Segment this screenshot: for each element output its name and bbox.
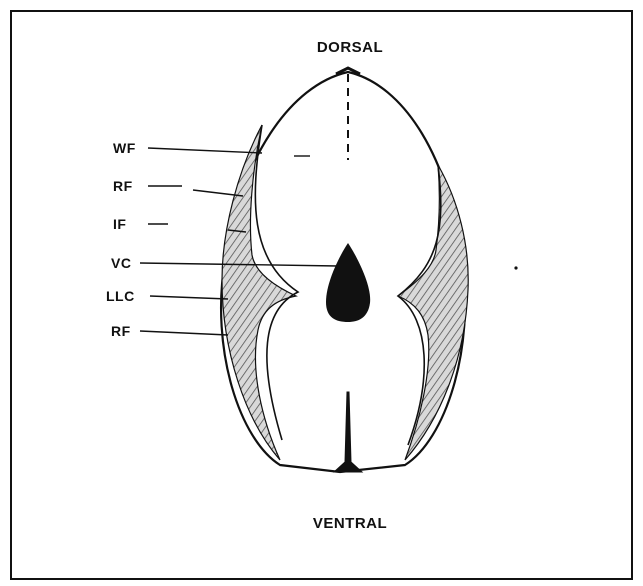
label-dorsal: DORSAL: [317, 39, 383, 56]
leader-wf: [148, 148, 262, 153]
speck: [514, 266, 517, 269]
central-canal: [326, 243, 370, 322]
label-rf-lower: RF: [111, 323, 131, 339]
label-rf-upper: RF: [113, 178, 133, 194]
label-vc: VC: [111, 255, 131, 271]
leader-llc: [150, 296, 228, 299]
ventral-fissure: [334, 392, 362, 472]
label-llc: LLC: [106, 288, 135, 304]
label-if: IF: [113, 216, 126, 232]
right-lateral-column: [398, 165, 468, 460]
label-wf: WF: [113, 140, 136, 156]
leader-rf-lower: [140, 331, 228, 335]
label-ventral: VENTRAL: [313, 515, 387, 532]
left-lateral-column: [222, 125, 296, 460]
